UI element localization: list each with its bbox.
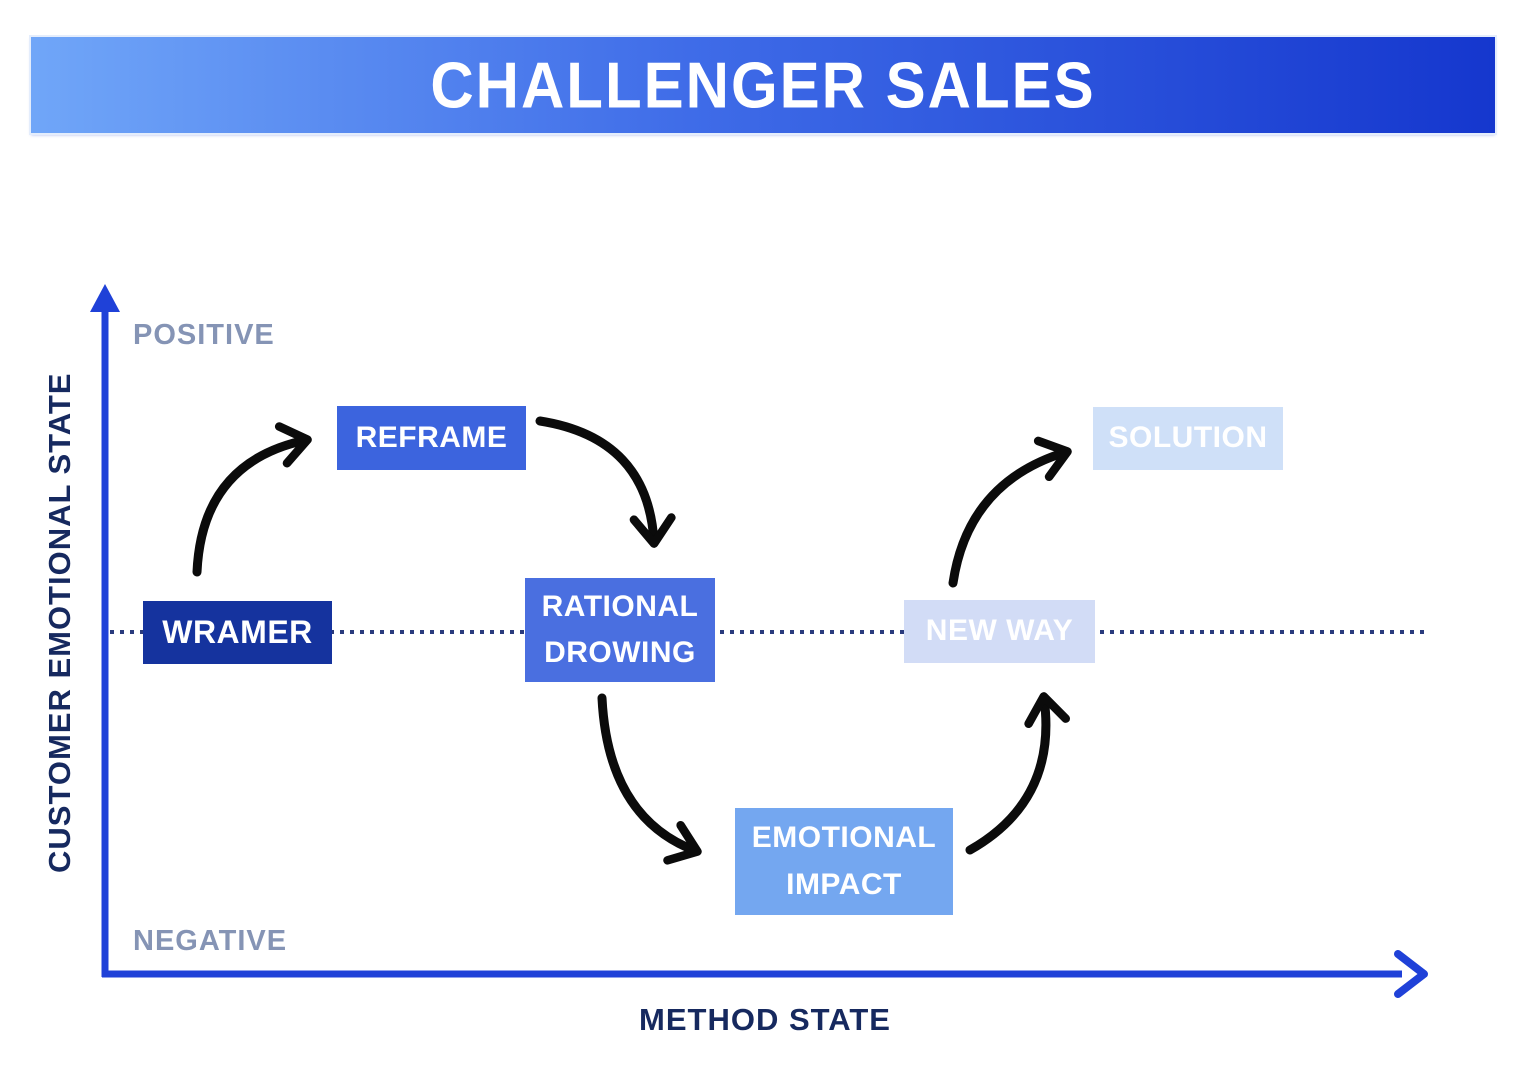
y-axis-title: CUSTOMER EMOTIONAL STATE <box>42 372 77 873</box>
node-label: NEW WAY <box>925 614 1074 648</box>
y-axis-positive-label: POSITIVE <box>133 319 275 351</box>
arrow-newway-to-solution-icon <box>948 436 1072 588</box>
node-rational-drowing: RATIONAL DROWING <box>525 578 715 682</box>
node-label: RATIONAL DROWING <box>541 589 699 670</box>
node-solution: SOLUTION <box>1093 407 1283 470</box>
node-label: EMOTIONAL IMPACT <box>751 821 937 901</box>
title-banner: CHALLENGER SALES <box>31 37 1495 133</box>
node-reframe: REFRAME <box>337 406 526 470</box>
arrow-emotional-to-newway-icon <box>965 692 1071 855</box>
y-axis-negative-label: NEGATIVE <box>133 925 288 957</box>
node-new-way: NEW WAY <box>904 600 1095 663</box>
arrow-reframe-to-rational-icon <box>535 416 676 548</box>
x-axis-title: METHOD STATE <box>639 1002 891 1037</box>
page-title: CHALLENGER SALES <box>430 48 1096 122</box>
node-label: SOLUTION <box>1108 421 1268 455</box>
node-wramer: WRAMER <box>143 601 332 664</box>
arrow-wramer-to-reframe-icon <box>192 422 312 577</box>
node-label: WRAMER <box>162 613 313 650</box>
arrow-rational-to-emotional-icon <box>597 693 702 865</box>
y-axis-arrowhead-icon <box>90 284 120 312</box>
node-emotional-impact: EMOTIONAL IMPACT <box>735 808 953 915</box>
node-label: REFRAME <box>355 420 508 454</box>
x-axis-arrowhead-icon <box>1394 950 1428 998</box>
